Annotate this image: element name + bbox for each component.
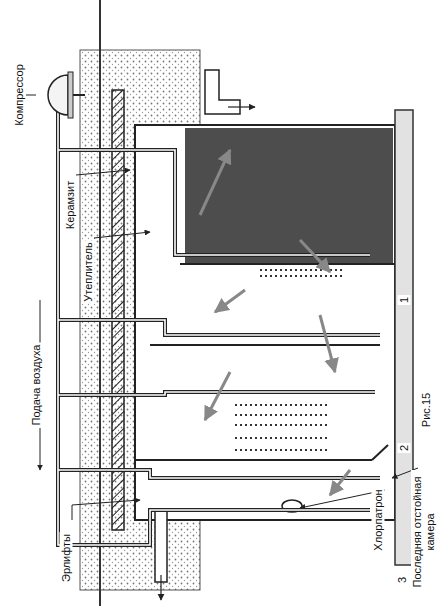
outlet-arrow [160, 575, 161, 600]
leader-line [94, 232, 150, 238]
figure-number: Рис.15 [420, 391, 433, 429]
partition [135, 459, 372, 461]
flow-arrow [215, 290, 245, 312]
keramzit-label: Керамзит [64, 179, 77, 231]
air-pipe [58, 112, 370, 545]
aerator-row [235, 404, 330, 406]
chlorine-label: Хлорпатрон [372, 487, 385, 552]
air-pipe [58, 470, 380, 478]
callout-number: 3 [396, 575, 409, 585]
chamber-label: Последняя отстойная камера [411, 470, 437, 594]
air-pipe [58, 392, 375, 395]
callout-number: 2 [398, 443, 411, 453]
leader-line [76, 170, 130, 175]
node-label: Компрессор [13, 62, 26, 128]
partition [180, 263, 395, 265]
air-pipe [58, 150, 370, 255]
insulation-label: Утеплитель [82, 240, 95, 303]
air-pipe [58, 320, 380, 335]
leader-line [72, 505, 73, 520]
aerator-row [260, 275, 345, 277]
aerator-row [235, 414, 330, 416]
aerator-row [235, 424, 330, 426]
cover-slab [112, 90, 124, 530]
leader-line [72, 500, 140, 505]
air-pipe [58, 320, 380, 335]
flow-arrow [300, 240, 330, 272]
aerator-row [235, 449, 330, 451]
partition [372, 445, 388, 460]
airlift-label: Эрлифты [60, 532, 73, 584]
ground-line [99, 0, 101, 606]
leader-line [26, 95, 36, 96]
leader-line [40, 300, 41, 345]
outlet-pipe [155, 510, 167, 582]
air-pipe [58, 392, 375, 395]
flow-arrow [205, 372, 230, 420]
flow-arrow [200, 150, 230, 215]
leader-line [40, 428, 41, 470]
air-pipe [58, 150, 370, 255]
partition [150, 344, 380, 346]
first-chamber [185, 128, 393, 263]
aerator-row [260, 269, 345, 271]
air-supply-label: Подача воздуха [30, 343, 43, 428]
aerator-row [235, 437, 330, 439]
callout-number: 1 [398, 295, 411, 305]
flow-arrow [330, 470, 350, 495]
inlet-arrow [228, 106, 255, 107]
air-pipe [58, 112, 370, 545]
air-pipe [58, 470, 380, 478]
flow-arrow [320, 315, 335, 372]
compressor: Компрессор [10, 50, 85, 140]
